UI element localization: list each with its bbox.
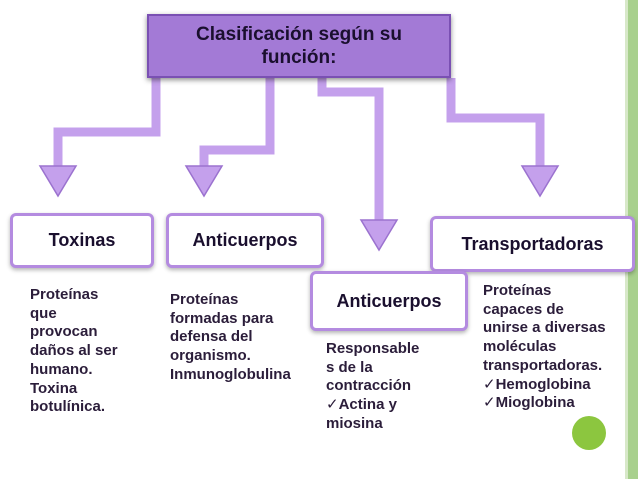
description-line: provocan bbox=[30, 323, 98, 341]
description-line: Proteínas bbox=[30, 286, 99, 303]
title-line-2: función: bbox=[261, 47, 337, 68]
title-box: Clasificación según su función: bbox=[147, 14, 451, 78]
description-line: capaces de bbox=[483, 300, 564, 318]
check-item: ✓Actina y bbox=[326, 396, 456, 415]
description-line: contracción bbox=[326, 377, 412, 395]
description-anticuerpos-2: Responsable s de la contracción ✓Actina … bbox=[326, 340, 456, 434]
description-line: defensa del bbox=[170, 328, 253, 346]
node-anticuerpos-2: Anticuerpos bbox=[310, 271, 468, 331]
arrowhead-toxinas bbox=[38, 165, 78, 198]
arrowhead-transportadoras bbox=[520, 165, 560, 198]
description-line: moléculas bbox=[483, 338, 557, 356]
check-icon: ✓ bbox=[483, 375, 496, 393]
description-line: que bbox=[30, 304, 57, 322]
description-line: Toxina bbox=[30, 379, 78, 397]
node-transportadoras: Transportadoras bbox=[430, 216, 635, 272]
connector-toxinas bbox=[53, 53, 161, 168]
check-item: ✓Hemoglobina bbox=[483, 376, 633, 395]
node-anticuerpos-1-label: Anticuerpos bbox=[192, 230, 298, 250]
check-item: ✓Mioglobina bbox=[483, 394, 633, 413]
node-toxinas: Toxinas bbox=[10, 213, 154, 268]
arrowhead-anticuerpos-2 bbox=[359, 219, 399, 252]
connector-anticuerpos-2 bbox=[317, 78, 384, 222]
node-toxinas-label: Toxinas bbox=[48, 230, 116, 250]
description-line: Proteínas bbox=[483, 282, 552, 299]
description-line: formadas para bbox=[170, 309, 274, 327]
description-anticuerpos-1: Proteínas formadas para defensa del orga… bbox=[170, 291, 310, 385]
description-line: s de la bbox=[326, 358, 373, 376]
description-line: Responsable bbox=[326, 340, 420, 357]
node-anticuerpos-1: Anticuerpos bbox=[166, 213, 324, 268]
node-transportadoras-label: Transportadoras bbox=[461, 233, 604, 254]
check-icon: ✓ bbox=[483, 394, 496, 412]
check-item-label: Mioglobina bbox=[495, 394, 575, 412]
description-line: organismo. bbox=[170, 347, 251, 365]
description-line: botulínica. bbox=[30, 398, 105, 416]
node-anticuerpos-2-label: Anticuerpos bbox=[336, 290, 442, 311]
description-line: miosina bbox=[326, 414, 383, 432]
description-toxinas: Proteínas que provocan daños al ser huma… bbox=[30, 286, 148, 417]
connector-transportadoras bbox=[446, 78, 545, 168]
description-line: unirse a diversas bbox=[483, 319, 606, 337]
title-line-1: Clasificación según su bbox=[196, 24, 402, 45]
description-line: daños al ser bbox=[30, 342, 118, 360]
connector-anticuerpos-1 bbox=[199, 78, 275, 168]
arrowhead-anticuerpos-1 bbox=[184, 165, 224, 198]
check-item-label: Actina y bbox=[338, 396, 397, 414]
description-line: transportadoras. bbox=[483, 356, 603, 374]
check-item-label: Hemoglobina bbox=[495, 375, 591, 393]
description-line: humano. bbox=[30, 360, 93, 378]
check-icon: ✓ bbox=[326, 396, 339, 414]
description-transportadoras: Proteínas capaces de unirse a diversas m… bbox=[483, 282, 633, 413]
description-line: Inmunoglobulina bbox=[170, 365, 291, 383]
highlight-dot bbox=[572, 416, 606, 450]
description-line: Proteínas bbox=[170, 291, 239, 308]
